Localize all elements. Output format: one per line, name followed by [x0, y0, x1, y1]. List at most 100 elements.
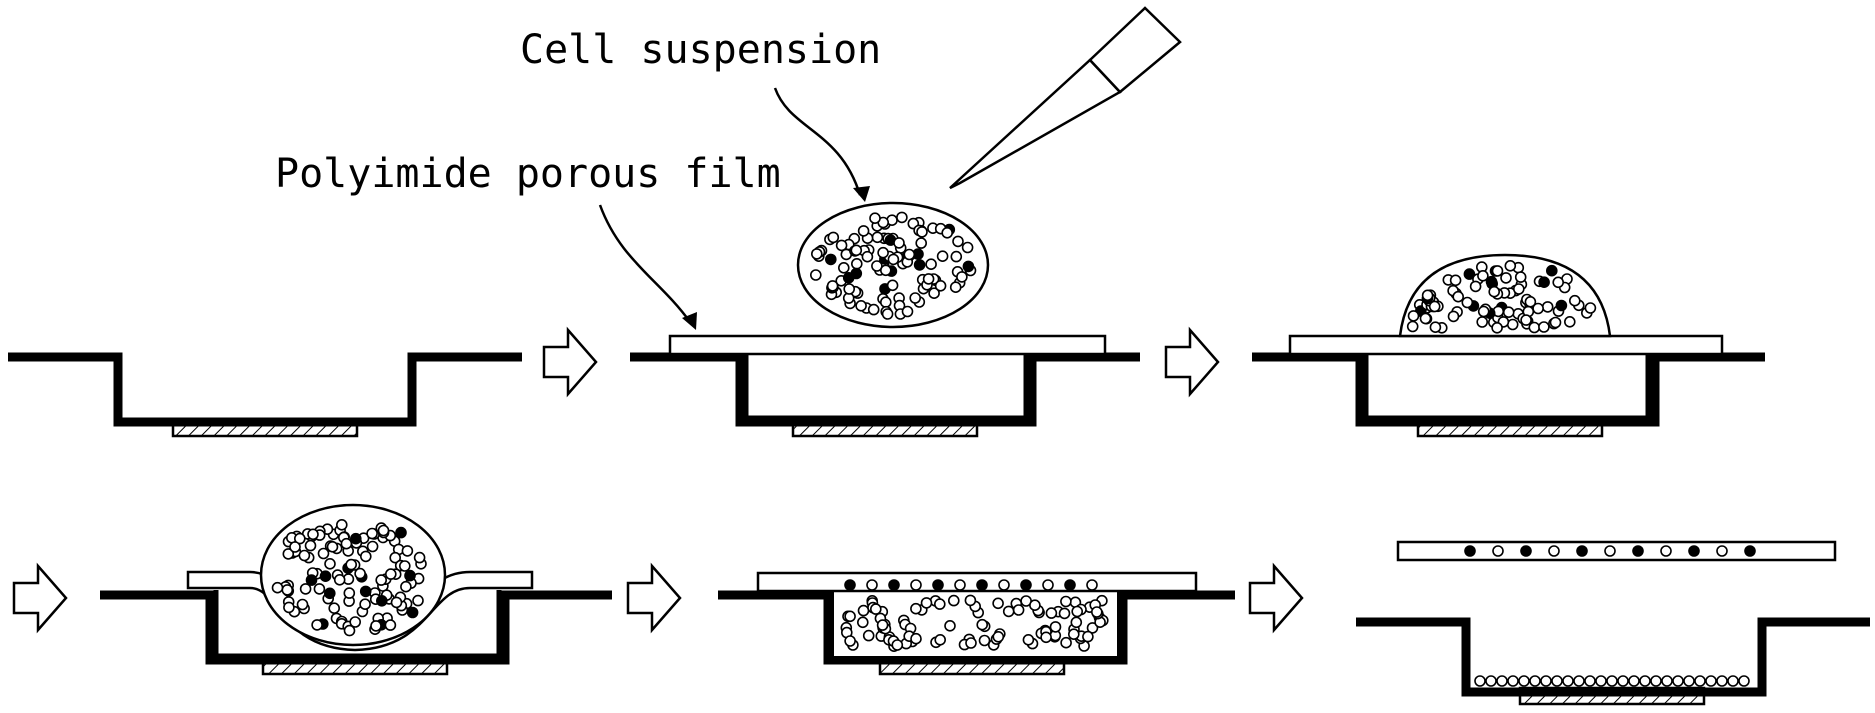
cell [881, 297, 891, 307]
cell [951, 252, 961, 262]
cell [1706, 676, 1716, 686]
cell [1014, 605, 1024, 615]
cell [1551, 318, 1561, 328]
cell [368, 542, 378, 552]
cell [951, 282, 961, 292]
cell [911, 580, 921, 590]
cell [1489, 287, 1499, 297]
cell [870, 213, 880, 223]
cell [1565, 317, 1575, 327]
step1-well [8, 357, 522, 436]
cell [1596, 676, 1606, 686]
cell [376, 575, 386, 585]
cell [361, 551, 371, 561]
cell [328, 542, 338, 552]
cell [299, 551, 309, 561]
cell [415, 553, 425, 563]
cell [1453, 292, 1463, 302]
cell [312, 620, 322, 630]
cell [1501, 273, 1511, 283]
cell [335, 575, 345, 585]
cell [1521, 315, 1531, 325]
cell [402, 546, 412, 556]
cell [1662, 676, 1672, 686]
cell [1071, 617, 1081, 627]
electrode [173, 420, 357, 436]
cell [926, 259, 936, 269]
cell [298, 600, 308, 610]
porous-film [1398, 542, 1835, 560]
cell [1430, 302, 1440, 312]
cell [1661, 546, 1671, 556]
cell [1504, 307, 1514, 317]
cell [977, 620, 987, 630]
cell [966, 638, 976, 648]
cell [379, 526, 389, 536]
cell [371, 621, 381, 631]
cell [993, 632, 1003, 642]
cell [935, 599, 945, 609]
dark-cell [1577, 546, 1587, 556]
film-leader [600, 205, 690, 322]
cell [1449, 311, 1459, 321]
cell [1423, 290, 1433, 300]
cell [1408, 322, 1418, 332]
electrode [263, 658, 447, 674]
dark-cell [851, 269, 861, 279]
dark-cell [361, 586, 371, 596]
cell [917, 227, 927, 237]
cell [1516, 272, 1526, 282]
cell [1673, 676, 1683, 686]
cell [1553, 277, 1563, 287]
electrode [880, 658, 1064, 674]
cell [965, 595, 975, 605]
cell [864, 631, 874, 641]
cell [1023, 635, 1033, 645]
cell [924, 274, 934, 284]
cell [1549, 546, 1559, 556]
cell [329, 603, 339, 613]
cell [811, 270, 821, 280]
cell [1092, 607, 1102, 617]
dark-cell [826, 254, 836, 264]
dark-cell [405, 571, 415, 581]
cell [1519, 676, 1529, 686]
cell [845, 611, 855, 621]
arrow-right-icon [628, 566, 680, 630]
cell [1605, 546, 1615, 556]
dark-cell [1521, 546, 1531, 556]
electrode [1418, 420, 1602, 436]
cell [392, 597, 402, 607]
cell [346, 560, 356, 570]
cell [1043, 580, 1053, 590]
cell [1607, 676, 1617, 686]
cell [1570, 296, 1580, 306]
cell [910, 293, 920, 303]
cell [859, 606, 869, 616]
dark-cell [1465, 546, 1475, 556]
electrode [793, 420, 977, 436]
cell [1475, 676, 1485, 686]
cell [367, 529, 377, 539]
cell [400, 561, 410, 571]
cell [904, 250, 914, 260]
cell [859, 226, 869, 236]
cell [360, 599, 370, 609]
cell [872, 232, 882, 242]
cell [1529, 323, 1539, 333]
dark-cell [1556, 301, 1566, 311]
cell [306, 541, 316, 551]
cell [858, 617, 868, 627]
cell [1004, 606, 1014, 616]
dark-cell [1065, 580, 1075, 590]
cell [812, 249, 822, 259]
cell [1471, 281, 1481, 291]
cell-suspension-leader [775, 88, 860, 195]
pipette-icon [950, 8, 1180, 188]
cell [867, 580, 877, 590]
dark-cell [396, 528, 406, 538]
cell [949, 596, 959, 606]
dark-cell [977, 580, 987, 590]
